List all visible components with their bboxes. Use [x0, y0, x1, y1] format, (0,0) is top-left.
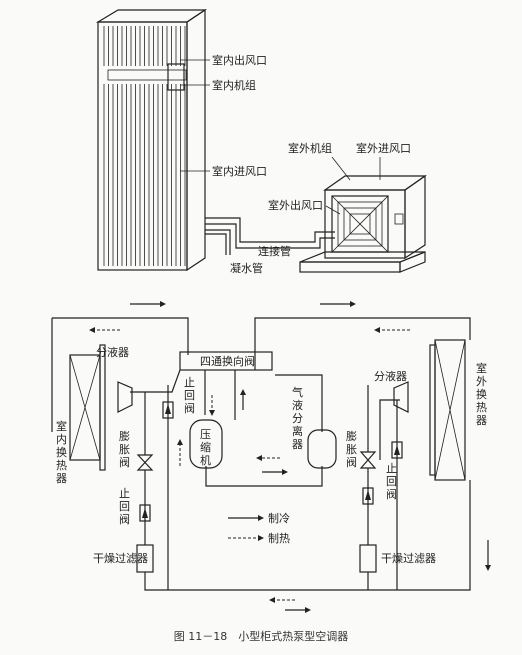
label-check-valve-top-right: 止 回 阀	[386, 462, 397, 501]
label-outdoor-outlet: 室外出风口	[268, 198, 323, 212]
label-check-valve-top-left: 止 回 阀	[184, 376, 195, 415]
label-outdoor-exchanger: 室 外 换 热 器	[476, 361, 487, 427]
svg-text:器: 器	[476, 414, 487, 427]
separator-left	[117, 381, 133, 413]
expansion-valve-right	[359, 451, 377, 469]
svg-text:分: 分	[292, 412, 303, 425]
svg-text:热: 热	[476, 401, 487, 414]
label-drain-pipe: 凝水管	[230, 261, 263, 275]
label-indoor-unit: 室内机组	[212, 78, 256, 92]
outdoor-unit	[299, 174, 427, 273]
svg-text:换: 换	[476, 387, 487, 401]
check-valves	[139, 401, 403, 522]
indoor-cabinet	[95, 8, 207, 272]
svg-text:止: 止	[184, 376, 195, 389]
svg-text:阀: 阀	[184, 401, 195, 415]
label-expansion-valve-right: 膨 胀 阀	[346, 429, 357, 469]
svg-text:器: 器	[56, 472, 67, 485]
filters	[136, 544, 377, 573]
connecting-pipes	[205, 217, 335, 255]
svg-text:膨: 膨	[346, 429, 357, 443]
label-filter-left: 干燥过滤器	[93, 552, 148, 565]
label-separator-left: 分液器	[96, 345, 129, 359]
figure-caption: 图 11－18 小型柜式热泵型空调器	[174, 629, 349, 643]
label-indoor-outlet: 室内出风口	[212, 53, 267, 67]
label-connecting-pipe: 连接管	[258, 244, 291, 258]
svg-text:外: 外	[476, 375, 487, 388]
expansion-valve-left	[136, 454, 154, 471]
svg-text:室: 室	[56, 419, 67, 433]
legend-cool-label: 制冷	[268, 512, 290, 525]
svg-text:缩: 缩	[200, 441, 211, 454]
label-gas-liquid-separator: 气 液 分 离 器	[292, 385, 303, 451]
svg-text:室: 室	[476, 361, 487, 375]
legend: 制冷 制热	[228, 512, 290, 545]
label-indoor-inlet: 室内进风口	[212, 164, 267, 178]
compressor	[189, 419, 223, 469]
schematic-labels: 四通换向阀 分液器 分液器 干燥过滤器 干燥过滤器 止 回 阀 止 回 阀 止 …	[56, 345, 487, 565]
svg-text:热: 热	[56, 459, 67, 472]
svg-text:回: 回	[184, 389, 195, 402]
svg-text:压: 压	[200, 428, 211, 441]
schematic-pipes	[51, 317, 471, 591]
label-outdoor-inlet: 室外进风口	[356, 141, 411, 155]
flow-arrows	[89, 301, 491, 613]
svg-text:气: 气	[292, 385, 303, 399]
svg-text:胀: 胀	[346, 443, 357, 456]
outdoor-heat-exchanger	[429, 339, 466, 481]
svg-text:内: 内	[56, 432, 67, 446]
svg-text:回: 回	[119, 500, 130, 513]
gas-liquid-separator	[307, 429, 337, 469]
svg-text:止: 止	[386, 462, 397, 475]
svg-text:机: 机	[200, 453, 211, 467]
svg-text:阀: 阀	[346, 455, 357, 469]
top-labels: 室内出风口 室内机组 室内进风口 室外机组 室外进风口 室外出风口 连接管 凝水…	[180, 53, 411, 275]
label-check-valve-bottom-left: 止 回 阀	[119, 487, 130, 526]
label-filter-right: 干燥过滤器	[381, 552, 436, 565]
label-expansion-valve-left: 膨 胀 阀	[119, 429, 130, 469]
indoor-heat-exchanger	[69, 344, 106, 471]
svg-text:液: 液	[292, 398, 303, 412]
label-separator-right: 分液器	[374, 369, 407, 383]
svg-text:胀: 胀	[119, 443, 130, 456]
four-way-valve	[179, 351, 273, 371]
label-outdoor-unit: 室外机组	[288, 141, 332, 155]
separator-right	[393, 381, 409, 413]
svg-text:阀: 阀	[386, 487, 397, 501]
label-indoor-exchanger: 室 内 换 热 器	[56, 419, 67, 485]
svg-text:回: 回	[386, 475, 397, 488]
svg-text:阀: 阀	[119, 455, 130, 469]
svg-text:阀: 阀	[119, 512, 130, 526]
svg-text:止: 止	[119, 487, 130, 500]
svg-text:器: 器	[292, 438, 303, 451]
svg-text:离: 离	[292, 424, 303, 438]
svg-text:换: 换	[56, 445, 67, 459]
svg-text:膨: 膨	[119, 429, 130, 443]
label-compressor: 压 缩 机	[200, 428, 211, 467]
label-four-way-valve: 四通换向阀	[200, 354, 255, 368]
legend-heat-label: 制热	[268, 532, 290, 545]
